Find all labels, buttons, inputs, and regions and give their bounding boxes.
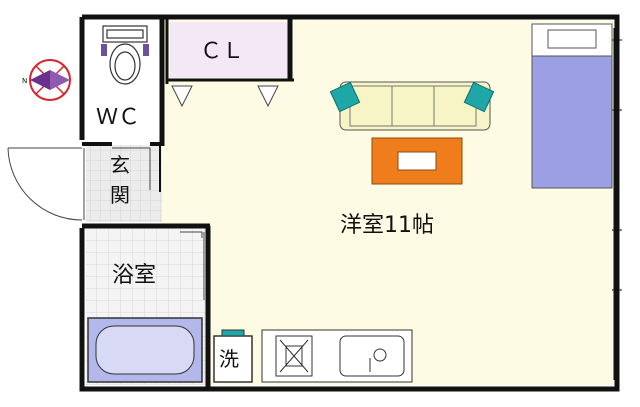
room-label-bathroom: 浴室 [112,263,156,288]
stove-icon [275,335,313,377]
bed-icon [531,23,613,189]
walls [79,14,622,392]
room-label-entrance-bottom: 関 [110,183,130,207]
room-label-entrance-top: 玄 [110,153,130,177]
door-swing-icon [7,147,85,221]
wc-door-icon [112,147,151,190]
sink-icon [339,335,405,377]
room-label-washroom: 洗 [219,347,239,371]
entrance-floor [86,145,162,222]
kitchen-counter [261,329,413,383]
washroom-box [213,329,253,383]
room-label-wc: ＷＣ [96,105,140,130]
sofa-icon [329,81,495,131]
table-icon [371,137,463,185]
room-label-western-room: 洋室11帖 [340,213,434,238]
toilet-icon [101,25,149,85]
bath-door-icon [180,231,205,300]
compass-icon: N [22,59,71,101]
compass-north-letter: N [22,77,27,85]
closet-floor [170,22,288,78]
closet-door-icon [171,85,279,108]
room-label-closet: ＣＬ [200,39,244,64]
bathtub-icon [87,317,203,383]
